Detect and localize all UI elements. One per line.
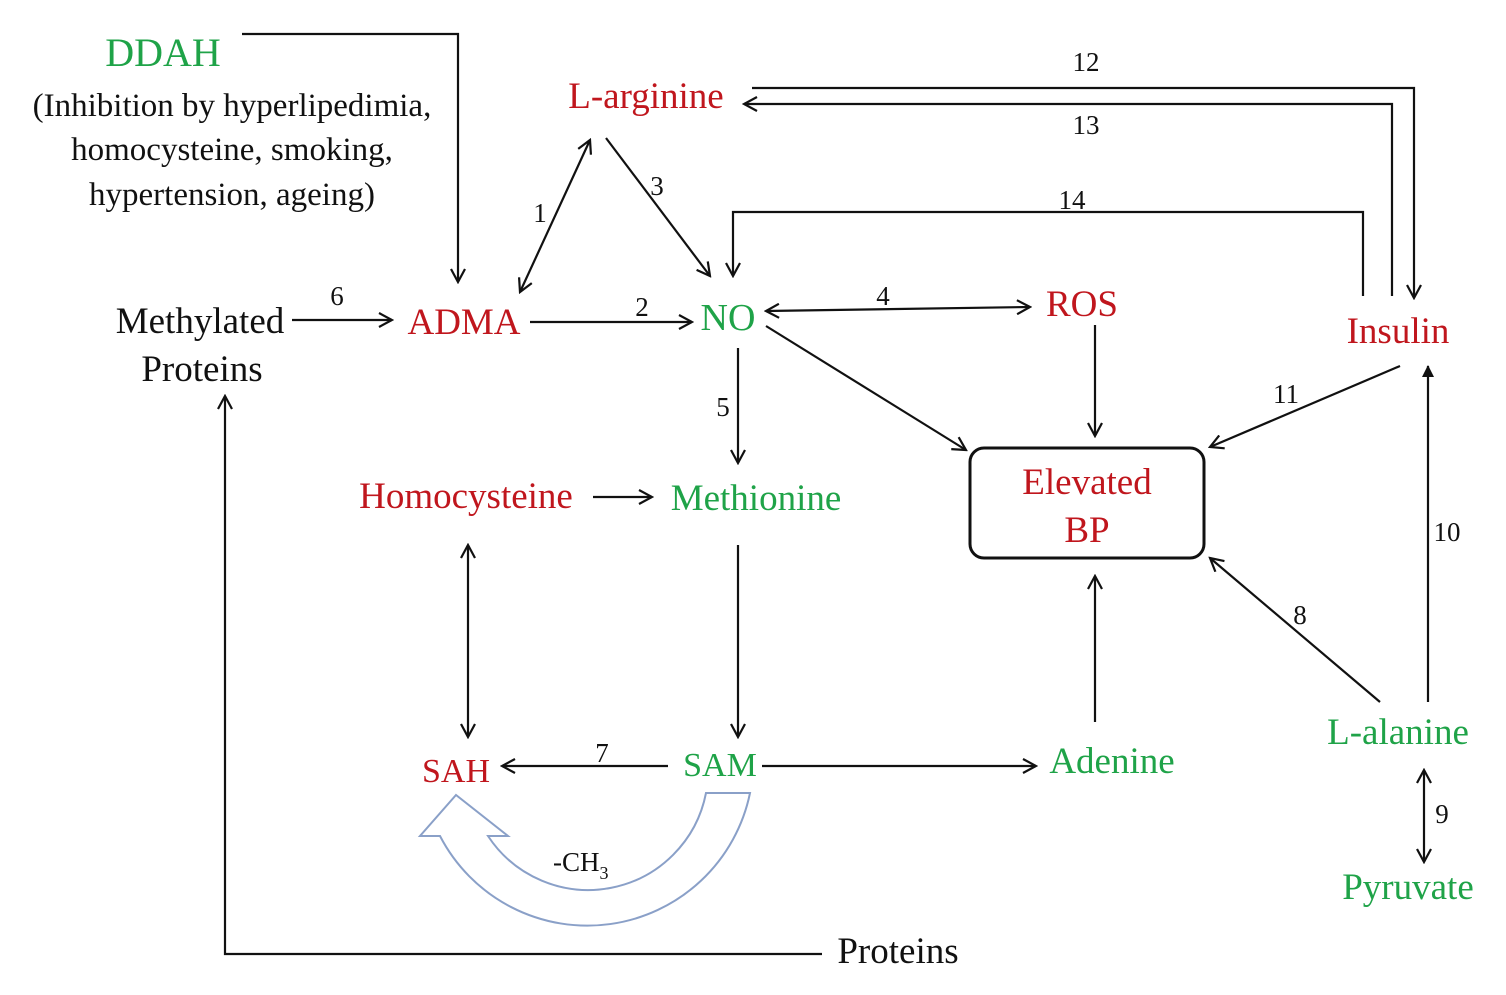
node-methylated-proteins-line-2: Proteins (141, 349, 262, 390)
node-sah: SAH (422, 753, 490, 790)
edge-label-5: 5 (716, 392, 730, 422)
elevated-bp-box (968, 446, 1206, 560)
edge-label-3: 3 (650, 171, 664, 201)
edge-1-adma-larginine (520, 140, 590, 292)
node-methionine: Methionine (671, 478, 842, 519)
node-pyruvate: Pyruvate (1342, 867, 1474, 908)
edge-ddah-to-adma (242, 32, 458, 282)
edge-label-4: 4 (876, 281, 890, 311)
edge-proteins-methylated (225, 396, 822, 956)
ddah-note-line-1: (Inhibition by hyperlipedimia, (33, 88, 432, 124)
node-insulin: Insulin (1347, 311, 1450, 352)
edge-11-insulin-elevated-bp (1210, 364, 1401, 447)
edge-label-6: 6 (330, 281, 344, 311)
edge-14-insulin-no (733, 210, 1365, 296)
edge-label-7: 7 (595, 738, 609, 768)
node-homocysteine: Homocysteine (359, 476, 573, 517)
edge-label-10: 10 (1434, 517, 1461, 547)
node-elevated-bp-line-1: Elevated (1022, 462, 1152, 503)
node-no: NO (701, 297, 756, 339)
node-proteins: Proteins (837, 931, 958, 972)
methyl-cycle-arrow (417, 792, 752, 927)
methyl-group-label: -CH3 (553, 847, 609, 883)
edge-label-1: 1 (533, 198, 547, 228)
edge-3-larginine-no (605, 137, 710, 276)
edge-4-no-ros (766, 307, 1030, 311)
edge-12-larginine-insulin (752, 86, 1414, 298)
node-methylated-proteins-line-1: Methylated (116, 301, 285, 342)
edge-label-13: 13 (1073, 110, 1100, 140)
edge-label-2: 2 (635, 292, 649, 322)
ddah-note-line-2: homocysteine, smoking, (71, 132, 393, 168)
edge-13-insulin-larginine (744, 104, 1394, 296)
edge-label-11: 11 (1273, 379, 1299, 409)
edge-8-lalanine-elevated-bp (1210, 558, 1381, 703)
edge-no-elevated-bp (765, 325, 966, 450)
edge-label-14: 14 (1059, 185, 1087, 215)
node-l-alanine: L-alanine (1327, 712, 1469, 753)
node-l-arginine: L-arginine (568, 76, 723, 117)
node-elevated-bp-line-2: BP (1064, 510, 1109, 551)
node-adenine: Adenine (1049, 741, 1174, 782)
edge-label-9: 9 (1435, 799, 1449, 829)
node-ddah: DDAH (105, 30, 221, 75)
edge-label-8: 8 (1293, 600, 1307, 630)
ddah-note-line-3: hypertension, ageing) (89, 177, 375, 213)
edge-label-12: 12 (1073, 47, 1100, 77)
node-sam: SAM (683, 747, 757, 784)
node-ros: ROS (1046, 284, 1118, 325)
node-adma: ADMA (407, 302, 520, 343)
